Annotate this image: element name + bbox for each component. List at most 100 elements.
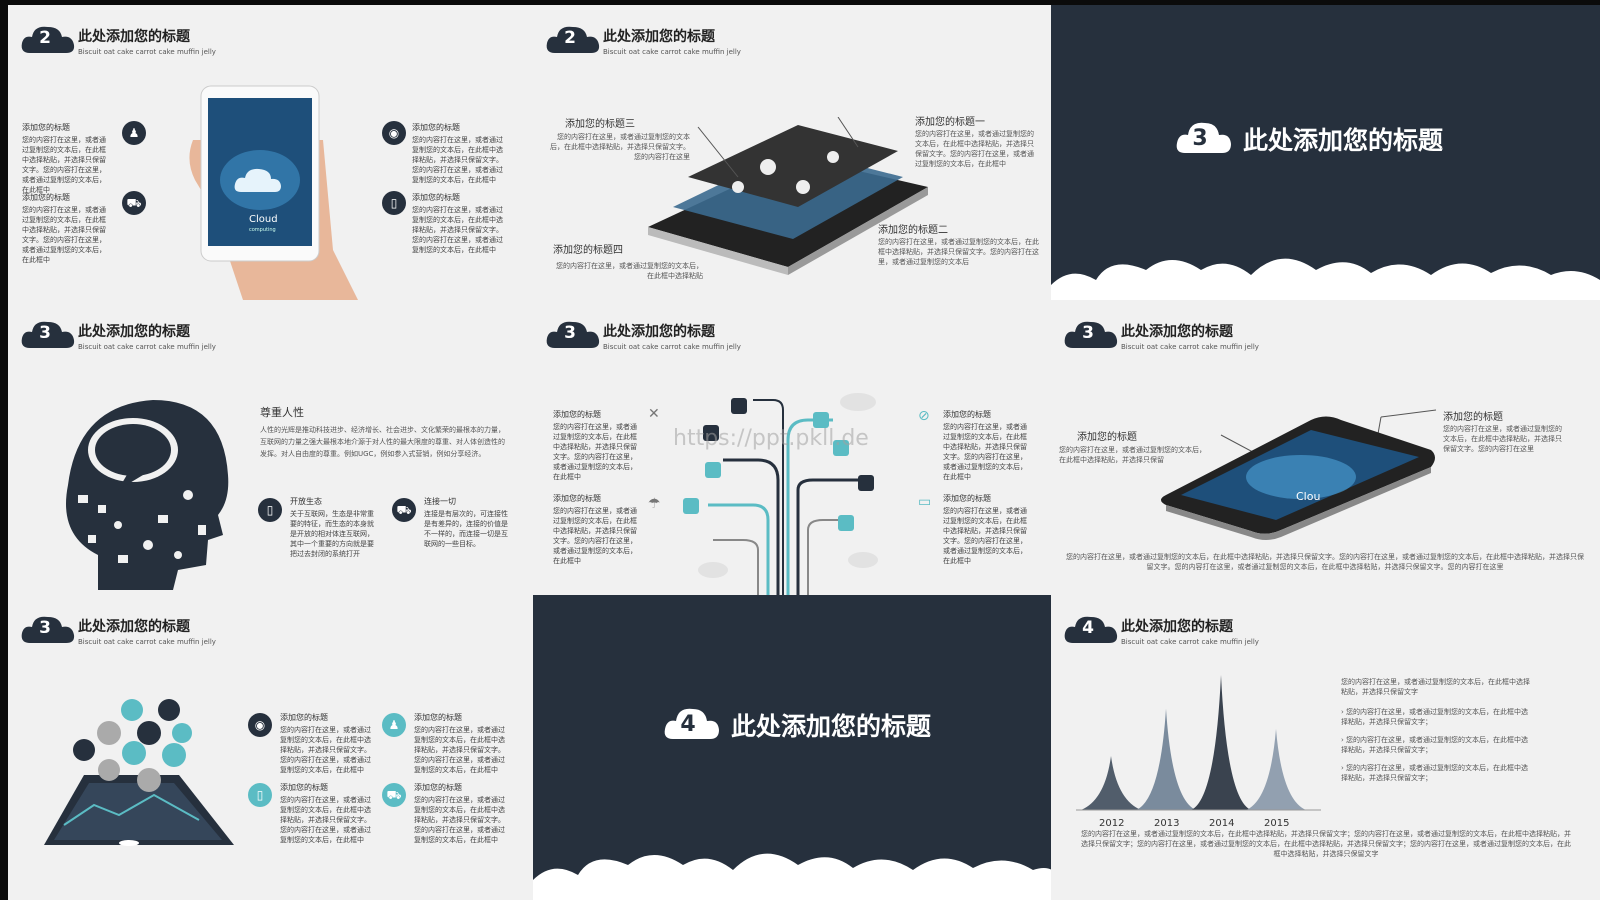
cloud-icon (21, 26, 75, 53)
section-number: 3 (1082, 323, 1094, 343)
left-label-title: 添加您的标题 (1077, 432, 1137, 443)
slide-1[interactable]: 2 此处添加您的标题 Biscuit oat cake carrot cake … (8, 5, 534, 300)
phone-icon: ▯ (248, 783, 272, 807)
slide-header: 2 此处添加您的标题 Biscuit oat cake carrot cake … (545, 21, 845, 57)
peak-2013 (1136, 708, 1196, 810)
text-block: 添加您的标题您的内容打在这里，或者通过复制您的文本后，在此框中选择粘贴，并选择只… (414, 713, 505, 774)
slide-title: 此处添加您的标题 (78, 324, 190, 340)
tablet-apps-illustration (44, 699, 234, 846)
tablet-text: Cloud (249, 214, 278, 225)
section-number: 4 (680, 712, 696, 737)
x-tick-label: 2015 (1264, 818, 1290, 829)
slide-4[interactable]: 3 此处添加您的标题 Biscuit oat cake carrot cake … (8, 300, 534, 595)
slide-2[interactable]: 2 此处添加您的标题 Biscuit oat cake carrot cake … (533, 5, 1052, 300)
peak-2012 (1081, 756, 1141, 810)
cloud-border (533, 853, 1052, 900)
umbrella-icon: ☂ (648, 496, 661, 512)
text-block: 添加您的标题您的内容打在这里，或者通过复制您的文本后，在此框中选择粘贴，并选择只… (553, 410, 637, 481)
slide-header: 3 此处添加您的标题 Biscuit oat cake carrot cake … (20, 611, 320, 647)
slide-title: 此处添加您的标题 (603, 324, 715, 340)
bottom-text: 您的内容打在这里，或者通过复制您的文本后，在此框中选择粘贴，并选择只保留文字；您… (1081, 830, 1571, 858)
slide-subtitle: Biscuit oat cake carrot cake muffin jell… (78, 343, 216, 351)
cloud-icon (664, 708, 719, 739)
right-label-text: 您的内容打在这里，或者通过复制您的文本后，在此框中选择粘贴，并选择只保留文字。您… (1443, 425, 1562, 453)
slide-subtitle: Biscuit oat cake carrot cake muffin jell… (603, 48, 741, 56)
text-block: 连接一切连接是有层次的，可连接性是有差异的，连接的价值是不一样的，而连接一切是互… (424, 497, 508, 548)
chart-intro: 您的内容打在这里，或者通过复制您的文本后，在此框中选择粘贴，并选择只保留文字 (1341, 678, 1530, 696)
phone-icon: ▯ (258, 498, 282, 522)
section-number: 2 (564, 28, 576, 48)
label-1-title: 添加您的标题一 (915, 117, 985, 128)
cloud-icon (21, 616, 75, 643)
label-2-text: 您的内容打在这里，或者通过复制您的文本后，在此框中选择粘贴，并选择只保留文字。您… (878, 238, 1039, 266)
check-icon: ⊘ (918, 408, 930, 424)
globe-icon: ◉ (248, 713, 272, 737)
label-1-text: 您的内容打在这里，或者通过复制您的文本后，在此框中选择粘贴，并选择只保留文字。您… (915, 130, 1034, 168)
slide-title: 此处添加您的标题 (78, 619, 190, 635)
section-number: 3 (1192, 126, 1208, 151)
label-4-text: 您的内容打在这里，或者通过复制您的文本后，在此框中选择粘贴 (556, 262, 703, 280)
text-block: 开放生态关于互联网，生态是非常重要的特征，而生态的本身就是开放的相对体连互联网，… (290, 497, 374, 558)
section-number: 2 (39, 28, 51, 48)
text-block: 添加您的标题您的内容打在这里，或者通过复制您的文本后，在此框中选择粘贴，并选择只… (943, 494, 1027, 565)
cart-icon: ⛟ (122, 191, 146, 215)
cloud-icon (1064, 616, 1118, 643)
section-title: 此处添加您的标题 (1243, 126, 1444, 155)
phone-image: Clou (1161, 409, 1437, 540)
slide-7[interactable]: 3 此处添加您的标题 Biscuit oat cake carrot cake … (8, 595, 534, 900)
x-tick-label: 2012 (1099, 818, 1125, 829)
label-4-title: 添加您的标题四 (553, 245, 623, 256)
section-title: 此处添加您的标题 (731, 712, 932, 741)
slide-header: 3 此处添加您的标题 Biscuit oat cake carrot cake … (1063, 316, 1363, 352)
slide-title: 此处添加您的标题 (1121, 619, 1233, 635)
slide-header: 4 此处添加您的标题 Biscuit oat cake carrot cake … (1063, 611, 1363, 647)
users-icon: ♟ (122, 121, 146, 145)
cloud-icon (546, 321, 600, 348)
phone-icon: ▯ (382, 191, 406, 215)
left-label-text: 您的内容打在这里，或者通过复制您的文本后，在此框中选择粘贴，并选择只保留 (1059, 446, 1206, 464)
text-block: 添加您的标题您的内容打在这里，或者通过复制您的文本后，在此框中选择粘贴，并选择只… (22, 193, 106, 264)
right-label-title: 添加您的标题 (1443, 412, 1503, 423)
peak-chart (1076, 675, 1321, 811)
x-tick-label: 2014 (1209, 818, 1235, 829)
slide-header: 3 此处添加您的标题 Biscuit oat cake carrot cake … (545, 316, 845, 352)
text-block: 添加您的标题您的内容打在这里，或者通过复制您的文本后，在此框中选择粘贴，并选择只… (412, 123, 503, 184)
hand-tablet-image: Cloud computing (189, 85, 358, 300)
bullet-item: › 您的内容打在这里，或者通过复制您的文本后，在此框中选择粘贴，并选择只保留文字… (1341, 764, 1529, 782)
label-3-text: 您的内容打在这里，或者通过复制您的文本后，在此框中选择粘贴，并选择只保留文字。您… (550, 133, 690, 161)
watermark: https://ppt.pkll.de (673, 426, 869, 451)
slide-subtitle: Biscuit oat cake carrot cake muffin jell… (78, 48, 216, 56)
slide-subtitle: Biscuit oat cake carrot cake muffin jell… (1121, 638, 1259, 646)
slide-3[interactable]: 3 此处添加您的标题 (1051, 5, 1600, 300)
globe-icon: ◉ (382, 121, 406, 145)
bullet-item: › 您的内容打在这里，或者通过复制您的文本后，在此框中选择粘贴，并选择只保留文字… (1341, 736, 1529, 754)
text-block: 添加您的标题您的内容打在这里，或者通过复制您的文本后，在此框中选择粘贴，并选择只… (943, 410, 1027, 481)
text-block: 添加您的标题您的内容打在这里，或者通过复制您的文本后，在此框中选择粘贴，并选择只… (22, 123, 106, 194)
slide-subtitle: Biscuit oat cake carrot cake muffin jell… (603, 343, 741, 351)
label-2-title: 添加您的标题二 (878, 225, 948, 236)
layered-phone-image (648, 117, 928, 275)
slide-9[interactable]: 4 此处添加您的标题 Biscuit oat cake carrot cake … (1051, 595, 1600, 900)
bullet-item: › 您的内容打在这里，或者通过复制您的文本后，在此框中选择粘贴，并选择只保留文字… (1341, 708, 1529, 726)
slide-header: 3 此处添加您的标题 Biscuit oat cake carrot cake … (20, 316, 320, 352)
slide-5[interactable]: 3 此处添加您的标题 Biscuit oat cake carrot cake … (533, 300, 1052, 595)
text-block: 添加您的标题您的内容打在这里，或者通过复制您的文本后，在此框中选择粘贴，并选择只… (414, 783, 505, 844)
topic-heading: 尊重人性 (260, 406, 304, 419)
slide-6[interactable]: 3 此处添加您的标题 Biscuit oat cake carrot cake … (1051, 300, 1600, 595)
cloud-border (1051, 258, 1600, 300)
cart-icon: ⛟ (382, 783, 406, 807)
cloud-icon (1176, 122, 1231, 153)
slide-8[interactable]: 4 此处添加您的标题 (533, 595, 1052, 900)
x-tick-label: 2013 (1154, 818, 1180, 829)
label-3-title: 添加您的标题三 (565, 119, 635, 130)
phone-text: Clou (1296, 490, 1320, 503)
text-block: 添加您的标题您的内容打在这里，或者通过复制您的文本后，在此框中选择粘贴，并选择只… (412, 193, 503, 254)
peak-2015 (1246, 729, 1306, 810)
slide-subtitle: Biscuit oat cake carrot cake muffin jell… (78, 638, 216, 646)
text-block: 添加您的标题您的内容打在这里，或者通过复制您的文本后，在此框中选择粘贴，并选择只… (553, 494, 637, 565)
slide-title: 此处添加您的标题 (1121, 324, 1233, 340)
topic-body: 人性的光辉是推动科技进步、经济增长、社会进步、文化繁荣的最根本的力量，互联网的力… (260, 426, 505, 458)
slide-header: 2 此处添加您的标题 Biscuit oat cake carrot cake … (20, 21, 320, 57)
slide-subtitle: Biscuit oat cake carrot cake muffin jell… (1121, 343, 1259, 351)
tablet-subtext: computing (249, 227, 276, 233)
